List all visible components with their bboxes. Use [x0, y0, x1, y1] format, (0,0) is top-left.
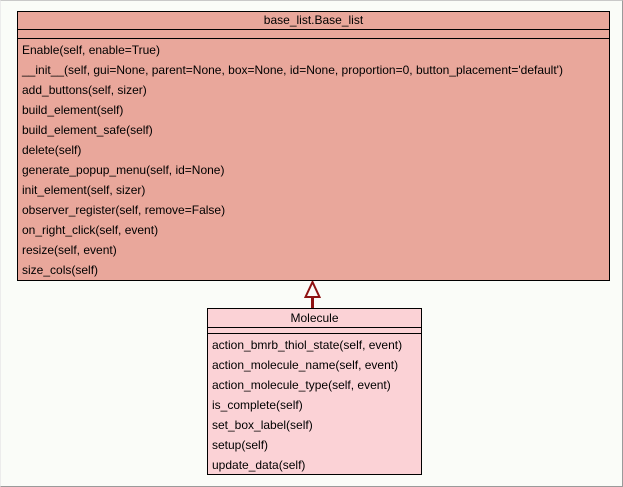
- method-item[interactable]: add_buttons(self, sizer): [22, 83, 147, 97]
- method-item[interactable]: action_molecule_name(self, event): [212, 358, 399, 372]
- method-item[interactable]: init_element(self, sizer): [22, 183, 146, 197]
- method-item[interactable]: set_box_label(self): [212, 418, 313, 432]
- method-item[interactable]: Enable(self, enable=True): [22, 43, 160, 57]
- methods-compartment: Enable(self, enable=True) __init__(self, …: [18, 39, 609, 280]
- method-item[interactable]: __init__(self, gui=None, parent=None, bo…: [22, 63, 563, 77]
- class-title[interactable]: base_list.Base_list: [18, 12, 609, 30]
- class-box-molecule[interactable]: Molecule action_bmrb_thiol_state(self, e…: [207, 308, 422, 475]
- method-item[interactable]: build_element(self): [22, 103, 124, 117]
- method-item[interactable]: delete(self): [22, 143, 82, 157]
- method-item[interactable]: update_data(self): [212, 458, 306, 472]
- method-item[interactable]: observer_register(self, remove=False): [22, 203, 226, 217]
- method-item[interactable]: action_molecule_type(self, event): [212, 378, 391, 392]
- method-item[interactable]: on_right_click(self, event): [22, 223, 159, 237]
- method-item[interactable]: setup(self): [212, 438, 269, 452]
- attributes-compartment: [18, 30, 609, 39]
- class-title[interactable]: Molecule: [208, 309, 421, 328]
- attributes-compartment: [208, 328, 421, 334]
- methods-compartment: action_bmrb_thiol_state(self, event) acti…: [208, 334, 421, 475]
- class-box-base-list[interactable]: base_list.Base_list Enable(self, enable=…: [17, 11, 610, 281]
- method-item[interactable]: resize(self, event): [22, 243, 117, 257]
- method-item[interactable]: size_cols(self): [22, 263, 99, 277]
- inheritance-arrowhead: [303, 281, 322, 298]
- inheritance-arrow: [303, 281, 322, 308]
- method-item[interactable]: action_bmrb_thiol_state(self, event): [212, 338, 403, 352]
- method-item[interactable]: build_element_safe(self): [22, 123, 153, 137]
- method-item[interactable]: is_complete(self): [212, 398, 303, 412]
- method-item[interactable]: generate_popup_menu(self, id=None): [22, 163, 225, 177]
